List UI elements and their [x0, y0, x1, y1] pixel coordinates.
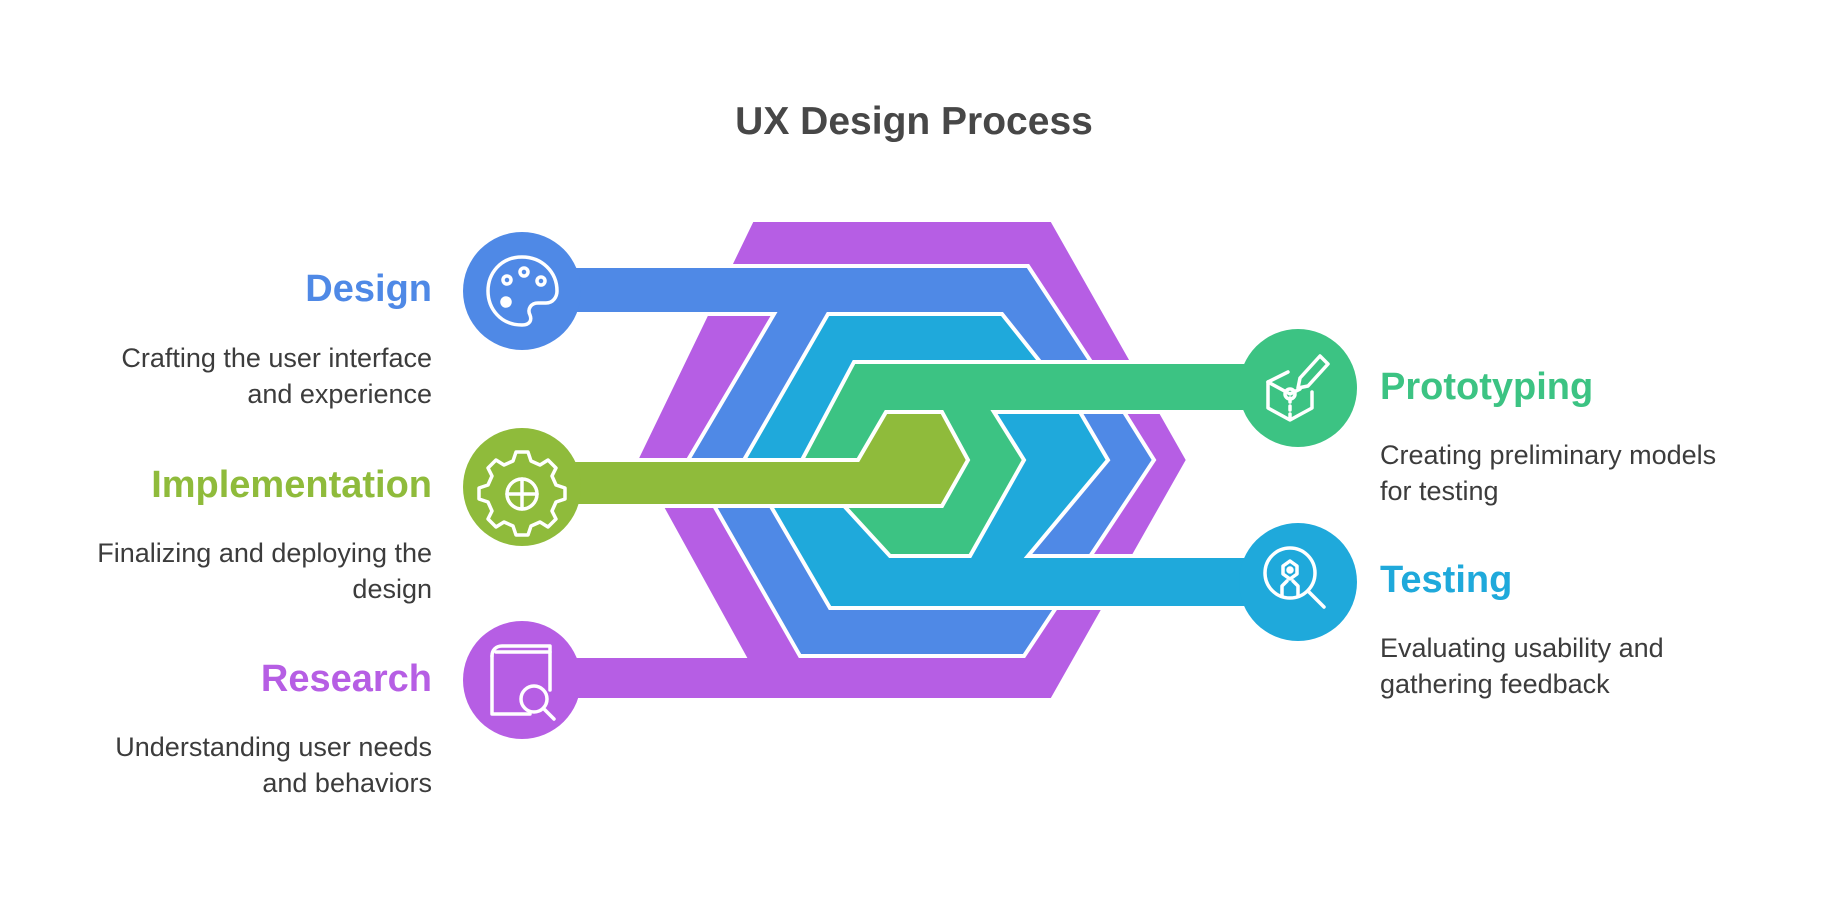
prototyping-description-line2: for testing: [1380, 476, 1499, 506]
design-description: Crafting the user interface and experien…: [40, 340, 432, 412]
testing-description-line1: Evaluating usability and: [1380, 633, 1664, 663]
design-description-line1: Crafting the user interface: [121, 343, 432, 373]
prototyping-description-line1: Creating preliminary models: [1380, 440, 1717, 470]
design-label: Design: [305, 268, 432, 310]
testing-description: Evaluating usability and gathering feedb…: [1380, 630, 1800, 702]
cube-pen-icon: [1266, 354, 1330, 422]
research-description-line1: Understanding user needs: [115, 732, 432, 762]
implementation-label: Implementation: [151, 464, 432, 506]
prototyping-description: Creating preliminary models for testing: [1380, 437, 1800, 509]
design-node: [463, 232, 581, 350]
testing-description-line2: gathering feedback: [1380, 669, 1610, 699]
gear-icon: [477, 450, 567, 537]
testing-label: Testing: [1380, 559, 1513, 601]
implementation-band: [568, 410, 971, 508]
research-description: Understanding user needs and behaviors: [40, 729, 432, 801]
design-description-line2: and experience: [247, 379, 432, 409]
research-label: Research: [260, 658, 432, 700]
testing-node: [1239, 523, 1357, 641]
implementation-description-line1: Finalizing and deploying the: [97, 538, 432, 568]
research-description-line2: and behaviors: [262, 768, 432, 798]
book-search-icon: [490, 644, 556, 721]
research-node: [463, 621, 581, 739]
diagram-title: UX Design Process: [735, 100, 1093, 143]
implementation-description: Finalizing and deploying the design: [20, 535, 432, 607]
prototyping-label: Prototyping: [1380, 366, 1594, 408]
implementation-description-line2: design: [352, 574, 432, 604]
palette-icon: [486, 255, 559, 327]
magnifier-robot-icon: [1263, 546, 1326, 609]
